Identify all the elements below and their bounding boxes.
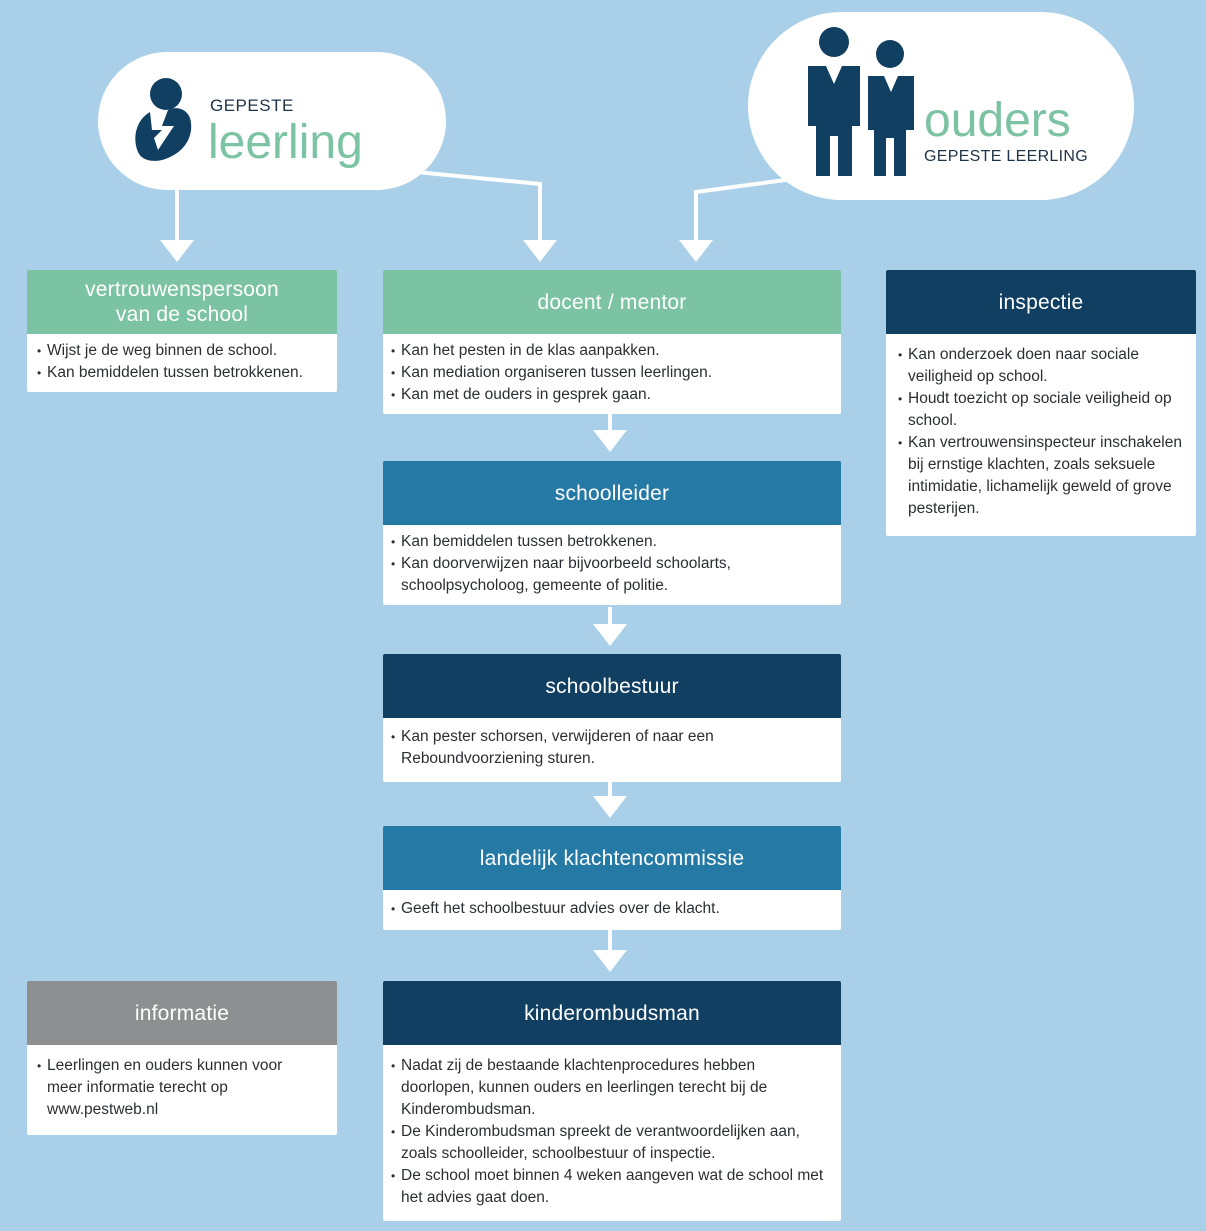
klachtencommissie-box: landelijk klachtencommissie Geeft het sc… bbox=[383, 826, 841, 930]
arrow-down-icon bbox=[593, 796, 627, 818]
kinderombudsman-title: kinderombudsman bbox=[524, 1001, 700, 1025]
list-item: Kan bemiddelen tussen betrokkenen. bbox=[37, 362, 327, 384]
docent-body: Kan het pesten in de klas aanpakken. Kan… bbox=[383, 334, 841, 414]
schoolbestuur-header: schoolbestuur bbox=[383, 654, 841, 718]
leerling-big-label: leerling bbox=[208, 116, 363, 169]
arrow-down-icon bbox=[523, 240, 557, 262]
list-item: Geeft het schoolbestuur advies over de k… bbox=[391, 898, 831, 920]
list-item: Wijst je de weg binnen de school. bbox=[37, 340, 327, 362]
leerling-bubble: GEPESTE leerling bbox=[98, 52, 446, 190]
docent-title: docent / mentor bbox=[537, 290, 687, 314]
schoolleider-header: schoolleider bbox=[383, 461, 841, 525]
inspectie-header: inspectie bbox=[886, 270, 1196, 334]
arrow-down-icon bbox=[593, 950, 627, 972]
list-item: Kan pester schorsen, verwijderen of naar… bbox=[391, 726, 741, 770]
list-item: Kan bemiddelen tussen betrokkenen. bbox=[391, 531, 771, 553]
sad-child-icon bbox=[135, 78, 192, 161]
schoolbestuur-box: schoolbestuur Kan pester schorsen, verwi… bbox=[383, 654, 841, 782]
list-item: Kan vertrouwensinspecteur inschakelen bi… bbox=[898, 432, 1182, 520]
vertrouwenspersoon-title-line1: vertrouwenspersoon bbox=[85, 278, 279, 301]
docent-box: docent / mentor Kan het pesten in de kla… bbox=[383, 270, 841, 414]
schoolbestuur-title: schoolbestuur bbox=[545, 674, 679, 698]
ouders-small-label: GEPESTE LEERLING bbox=[924, 148, 1088, 165]
arrow-down-icon bbox=[593, 430, 627, 452]
schoolleider-title: schoolleider bbox=[554, 481, 670, 505]
vertrouwenspersoon-title-line2: van de school bbox=[115, 303, 249, 326]
klachtencommissie-body: Geeft het schoolbestuur advies over de k… bbox=[383, 890, 841, 930]
list-item: Leerlingen en ouders kunnen voor meer in… bbox=[37, 1055, 307, 1121]
arrow-down-icon bbox=[593, 624, 627, 646]
informatie-title: informatie bbox=[134, 1001, 230, 1025]
parents-icon bbox=[808, 27, 914, 176]
list-item: Kan het pesten in de klas aanpakken. bbox=[391, 340, 831, 362]
inspectie-body: Kan onderzoek doen naar sociale veilighe… bbox=[886, 334, 1196, 536]
vertrouwenspersoon-body: Wijst je de weg binnen de school. Kan be… bbox=[27, 334, 337, 392]
docent-header: docent / mentor bbox=[383, 270, 841, 334]
klachtencommissie-title: landelijk klachtencommissie bbox=[479, 846, 745, 870]
informatie-box: informatie Leerlingen en ouders kunnen v… bbox=[27, 981, 337, 1135]
leerling-small-label: GEPESTE bbox=[210, 96, 294, 115]
list-item: De school moet binnen 4 weken aangeven w… bbox=[391, 1165, 831, 1209]
list-item: Nadat zij de bestaande klachtenprocedure… bbox=[391, 1055, 831, 1121]
klachtencommissie-header: landelijk klachtencommissie bbox=[383, 826, 841, 890]
list-item: De Kinderombudsman spreekt de verantwoor… bbox=[391, 1121, 831, 1165]
list-item: Kan mediation organiseren tussen leerlin… bbox=[391, 362, 831, 384]
kinderombudsman-body: Nadat zij de bestaande klachtenprocedure… bbox=[383, 1045, 841, 1221]
schoolleider-body: Kan bemiddelen tussen betrokkenen. Kan d… bbox=[383, 525, 841, 605]
kinderombudsman-header: kinderombudsman bbox=[383, 981, 841, 1045]
schoolbestuur-body: Kan pester schorsen, verwijderen of naar… bbox=[383, 718, 841, 782]
informatie-header: informatie bbox=[27, 981, 337, 1045]
list-item: Kan met de ouders in gesprek gaan. bbox=[391, 384, 831, 406]
vertrouwenspersoon-box: vertrouwenspersoon van de school Wijst j… bbox=[27, 270, 337, 392]
list-item: Kan doorverwijzen naar bijvoorbeeld scho… bbox=[391, 553, 771, 597]
ouders-big-label: ouders bbox=[924, 94, 1071, 147]
kinderombudsman-box: kinderombudsman Nadat zij de bestaande k… bbox=[383, 981, 841, 1221]
arrow-down-icon bbox=[679, 240, 713, 262]
informatie-body: Leerlingen en ouders kunnen voor meer in… bbox=[27, 1045, 337, 1135]
arrow-down-icon bbox=[160, 240, 194, 262]
ouders-bubble: ouders GEPESTE LEERLING bbox=[748, 12, 1134, 200]
vertrouwenspersoon-header: vertrouwenspersoon van de school bbox=[27, 270, 337, 334]
inspectie-title: inspectie bbox=[998, 290, 1084, 314]
schoolleider-box: schoolleider Kan bemiddelen tussen betro… bbox=[383, 461, 841, 605]
inspectie-box: inspectie Kan onderzoek doen naar social… bbox=[886, 270, 1196, 536]
list-item: Kan onderzoek doen naar sociale veilighe… bbox=[898, 344, 1182, 388]
list-item: Houdt toezicht op sociale veiligheid op … bbox=[898, 388, 1182, 432]
